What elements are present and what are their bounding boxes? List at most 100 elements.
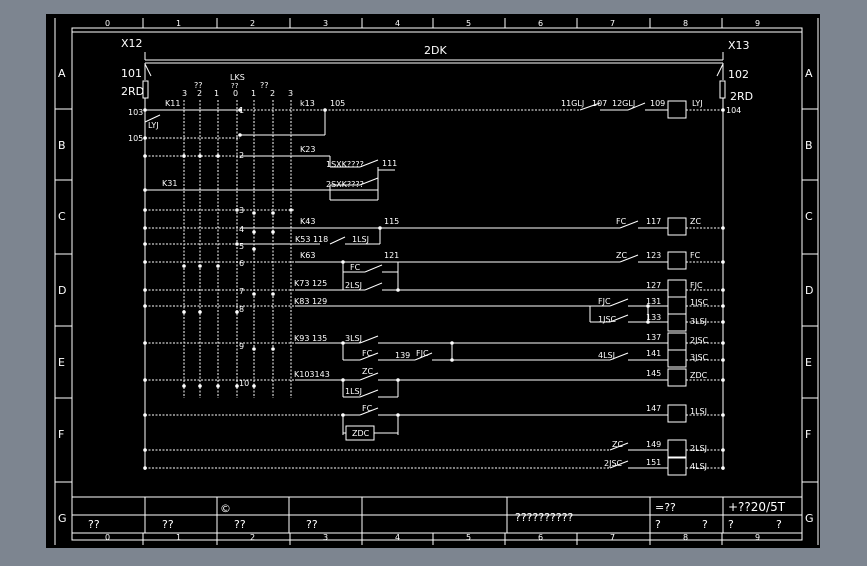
junction-dot [216,384,220,388]
label-107: 107 [592,99,607,108]
terminal-x13: X13 [728,39,750,52]
coil-1jsc: 1JSC [690,298,709,307]
label-fc3: FC [362,349,373,358]
switch-row-number: 5 [239,242,244,251]
label-k11: K11 [165,99,180,108]
junction-dot [450,341,454,345]
junction-dot [143,304,147,308]
switch-row-number: 9 [239,342,244,351]
label-k43: K43 [300,217,315,226]
junction-dot [323,108,327,112]
label-fjc2: FJC [416,349,429,358]
bottom-strip [71,532,803,541]
label-k83: K83 129 [294,297,327,306]
title-block: © ?? ?? ?? ?? ?????????? =?? +??20/5T ? … [72,496,802,533]
label-zc3: ZC [612,440,623,449]
junction-dot [143,378,147,382]
row-marker-left: E [58,356,65,369]
junction-dot [252,292,256,296]
junction-dot [238,108,242,112]
lks-pos-0: 0 [233,89,238,98]
junction-dot [721,288,725,292]
label-zdc: ZDC [352,429,370,438]
coil-fjc: FJC [690,281,703,290]
sheet-field-b: ? [702,518,708,531]
column-marker-top: 4 [395,19,400,28]
junction-dot [216,154,220,158]
label-109: 109 [650,99,665,108]
coil-3lsj: 3LSJ [690,317,707,326]
lks-pos-r3: 3 [288,89,293,98]
junction-dot [143,260,147,264]
label-k73: K73 125 [294,279,327,288]
junction-dot [216,264,220,268]
column-marker-bottom: 9 [755,533,760,542]
label-139: 139 [395,351,410,360]
column-marker-top: 6 [538,19,543,28]
junction-dot [182,154,186,158]
label-fc1: FC [616,217,627,226]
label-141: 141 [646,349,661,358]
junction-dot [182,264,186,268]
junction-dot [271,292,275,296]
column-marker-top: 0 [105,19,110,28]
junction-dot [721,320,725,324]
column-marker-bottom: 6 [538,533,543,542]
label-1lsj-b: 1LSJ [345,387,362,396]
label-133: 133 [646,313,661,322]
coil-lyj: LYJ [692,99,703,108]
label-127: 127 [646,281,661,290]
column-marker-bottom: 4 [395,533,400,542]
label-105b: 105 [330,99,345,108]
label-103: 103 [128,108,143,117]
junction-dot [721,378,725,382]
label-fc4: FC [362,404,373,413]
coil-2lsj: 2LSJ [690,444,707,453]
junction-dot [235,208,239,212]
junction-dot [252,247,256,251]
drawing-number: +??20/5T [728,500,786,514]
junction-dot [721,466,725,470]
junction-dot [143,242,147,246]
lks-pos-2: 2 [197,89,202,98]
junction-dot [396,378,400,382]
label-fjc1: FJC [598,297,611,306]
junction-dot [721,260,725,264]
junction-dot [235,310,239,314]
junction-dot [198,384,202,388]
label-111: 111 [382,159,397,168]
label-147: 147 [646,404,661,413]
coil-4lsj: 4LSJ [690,462,707,471]
switch-contact-grid [183,100,292,398]
lks-pos-r2: 2 [270,89,275,98]
label-115: 115 [384,217,399,226]
junction-dot [252,211,256,215]
label-2lsj: 2LSJ [345,281,362,290]
junction-dot [341,413,345,417]
label-zc1: ZC [616,251,627,260]
label-k13: k13 [300,99,315,108]
label-1lsj: 1LSJ [352,235,369,244]
switch-row-number: 7 [239,287,244,296]
switch-row-number: 8 [239,305,244,314]
junction-dot [143,466,147,470]
main-bus: X12 X13 2DK 101 102 2RD 2RD [121,37,753,470]
column-marker-bottom: 3 [323,533,328,542]
junction-dot [143,188,147,192]
label-123: 123 [646,251,661,260]
coil-zc: ZC [690,217,701,226]
row-marker-left: F [58,428,64,441]
junction-dot [271,230,275,234]
row-marker-left: D [58,284,66,297]
border-strip [71,27,803,33]
junction-dot [721,304,725,308]
sheet-field-a: ? [655,518,661,531]
junction-dot [646,320,650,324]
lks-left-label: ?? [194,81,203,90]
switch-row-number: 4 [239,225,244,234]
